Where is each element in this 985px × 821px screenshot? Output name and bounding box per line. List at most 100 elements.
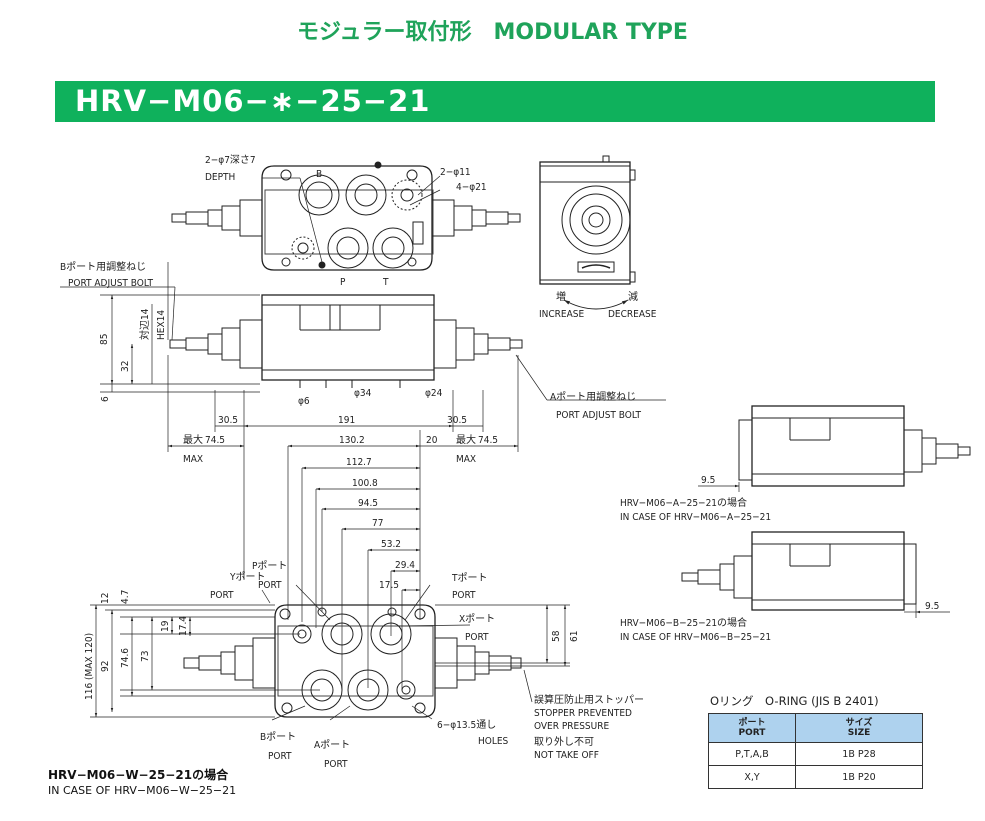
dim-53-2: 53.2 (381, 539, 401, 550)
port-t-mark: T (382, 277, 389, 288)
dim-20: 20 (426, 435, 438, 446)
leaders (60, 175, 666, 721)
dim-phi34: φ34 (354, 388, 372, 399)
front-view-dims (100, 262, 260, 393)
decrease-en: DECREASE (608, 309, 657, 320)
dim-6: 6 (100, 396, 111, 402)
oring-size-cell: 1B P20 (795, 765, 923, 789)
increase-jp: 増 (556, 290, 566, 303)
dim-phi6: φ6 (298, 396, 310, 407)
col-port-en: PORT (738, 728, 766, 738)
dim-77: 77 (372, 518, 383, 529)
x-port-jp: Xポート (459, 613, 495, 625)
side-view (539, 155, 636, 310)
dim-61: 61 (569, 631, 580, 642)
nottake-en: NOT TAKE OFF (534, 750, 599, 761)
dim-hex-jp: 対辺14 (138, 308, 151, 340)
case-b-dim: 9.5 (925, 601, 939, 612)
case-b-en: IN CASE OF HRV−M06−B−25−21 (620, 632, 771, 643)
dim-130-2: 130.2 (339, 435, 365, 446)
holes-en: HOLES (478, 736, 509, 747)
port-p-mark: P (340, 277, 346, 288)
oring-title: Oリング O-RING (JIS B 2401) (710, 694, 879, 708)
bottom-view-dims (90, 604, 570, 718)
oring-size-cell: 1B P28 (795, 742, 923, 766)
dim-19: 19 (160, 620, 171, 632)
front-view-body (169, 294, 523, 388)
dim-17-4: 17.4 (178, 616, 189, 636)
label-a-adjust-jp: Aポート用調整ねじ (550, 390, 636, 403)
dim-17-5: 17.5 (379, 580, 399, 591)
oring-port-cell: P,T,A,B (708, 742, 796, 766)
label-depth-en: DEPTH (205, 172, 235, 183)
dim-73: 73 (140, 651, 151, 662)
case-a-view (698, 405, 971, 492)
nottake-jp: 取り外し不可 (534, 736, 594, 748)
x-port-en: PORT (465, 632, 489, 643)
dim-30-5-left: 30.5 (218, 415, 238, 426)
holes-jp: 6−φ13.5通し (437, 719, 496, 731)
max-jp-left: 最大 (183, 433, 203, 446)
decrease-jp: 減 (628, 290, 638, 303)
increase-en: INCREASE (539, 309, 584, 320)
case-a-en: IN CASE OF HRV−M06−A−25−21 (620, 512, 771, 523)
label-phi21: 4−φ21 (456, 182, 487, 193)
case-a-jp: HRV−M06−A−25−21の場合 (620, 496, 747, 509)
model-banner: HRV−M06−∗−25−21 (55, 81, 935, 122)
a-port-jp: Aポート (314, 739, 350, 751)
y-port-jp: Yポート (229, 571, 266, 583)
max-en-left: MAX (183, 454, 203, 465)
port-b-mark: B (316, 169, 322, 180)
dim-100-8: 100.8 (352, 478, 378, 489)
max-74-5-right: 74.5 (478, 435, 498, 446)
drawing-labels: 2−φ7深さ7 DEPTH 2−φ11 4−φ21 B P T Bポート用調整ね… (60, 154, 939, 770)
case-b-view (681, 531, 950, 618)
t-port-jp: Tポート (451, 572, 488, 584)
label-depth-jp: 2−φ7深さ7 (205, 154, 256, 166)
dim-191: 191 (338, 415, 355, 426)
model-title: HRV−M06−∗−25−21 (75, 84, 431, 118)
dim-12: 12 (100, 593, 111, 604)
col-size-jp: サイズ (845, 718, 873, 728)
label-a-adjust-en: PORT ADJUST BOLT (556, 410, 641, 421)
dim-74-6: 74.6 (120, 648, 131, 668)
dim-112-7: 112.7 (346, 457, 372, 468)
a-port-en: PORT (324, 759, 348, 770)
dim-29-4: 29.4 (395, 560, 415, 571)
label-phi11: 2−φ11 (440, 167, 471, 178)
dim-94-5: 94.5 (358, 498, 378, 509)
oring-port-cell: X,Y (708, 765, 796, 789)
dim-32: 32 (120, 361, 131, 372)
dim-92: 92 (100, 661, 111, 672)
dim-phi24: φ24 (425, 388, 443, 399)
stopper-jp: 誤算圧防止用ストッパー (534, 693, 644, 706)
col-size-en: SIZE (847, 728, 871, 738)
top-view-body (171, 161, 521, 271)
case-a-dim: 9.5 (701, 475, 715, 486)
b-port-en: PORT (268, 751, 292, 762)
stopper-en1: STOPPER PREVENTED (534, 708, 632, 719)
label-b-adjust-en: PORT ADJUST BOLT (68, 278, 153, 289)
dim-4-7: 4.7 (120, 590, 131, 604)
dim-58: 58 (551, 630, 562, 642)
page-header: モジュラー取付形 MODULAR TYPE (297, 20, 688, 45)
case-w-en: IN CASE OF HRV−M06−W−25−21 (48, 784, 237, 797)
label-b-adjust-jp: Bポート用調整ねじ (60, 260, 146, 273)
dim-116: 116 (MAX 120) (84, 633, 95, 700)
t-port-en: PORT (452, 590, 476, 601)
max-en-right: MAX (456, 454, 476, 465)
stopper-en2: OVER PRESSURE (534, 721, 609, 732)
p-port-jp: Pポート (252, 560, 287, 572)
dim-85: 85 (99, 334, 110, 345)
p-port-en: PORT (258, 580, 282, 591)
max-74-5-left: 74.5 (205, 435, 225, 446)
case-w-jp: HRV−M06−W−25−21の場合 (48, 768, 229, 782)
table-row: X,Y 1B P20 (708, 765, 923, 789)
dim-hex-en: HEX14 (156, 310, 167, 340)
col-port-jp: ポート (738, 718, 766, 728)
